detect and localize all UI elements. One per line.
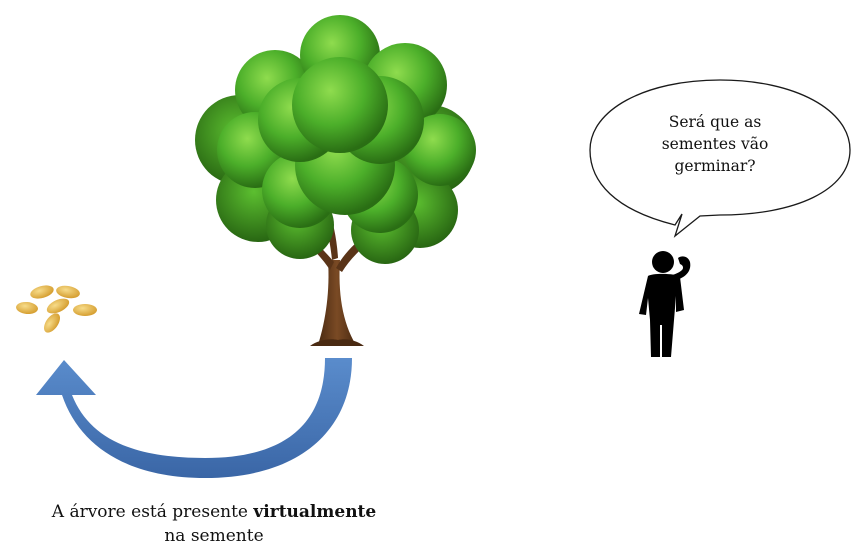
thinking-person-icon [639,251,691,357]
caption-emphasis: virtualmente [253,502,377,522]
tree-icon [195,15,476,346]
seeds-icon [16,285,97,333]
caption: A árvore está presente virtualmente na s… [0,500,428,548]
caption-line-1: A árvore está presente virtualmente [0,500,428,524]
speech-bubble-line-3: germinar? [674,157,756,175]
caption-prefix: A árvore está presente [51,502,254,522]
curved-arrow-icon [36,358,352,478]
speech-bubble-line-1: Será que as [668,113,762,131]
caption-line-2: na semente [164,526,264,546]
speech-bubble-text: Será que as sementes vão germinar? [640,111,790,177]
speech-bubble-line-2: sementes vão [661,135,769,153]
speech-bubble-icon [589,79,851,238]
